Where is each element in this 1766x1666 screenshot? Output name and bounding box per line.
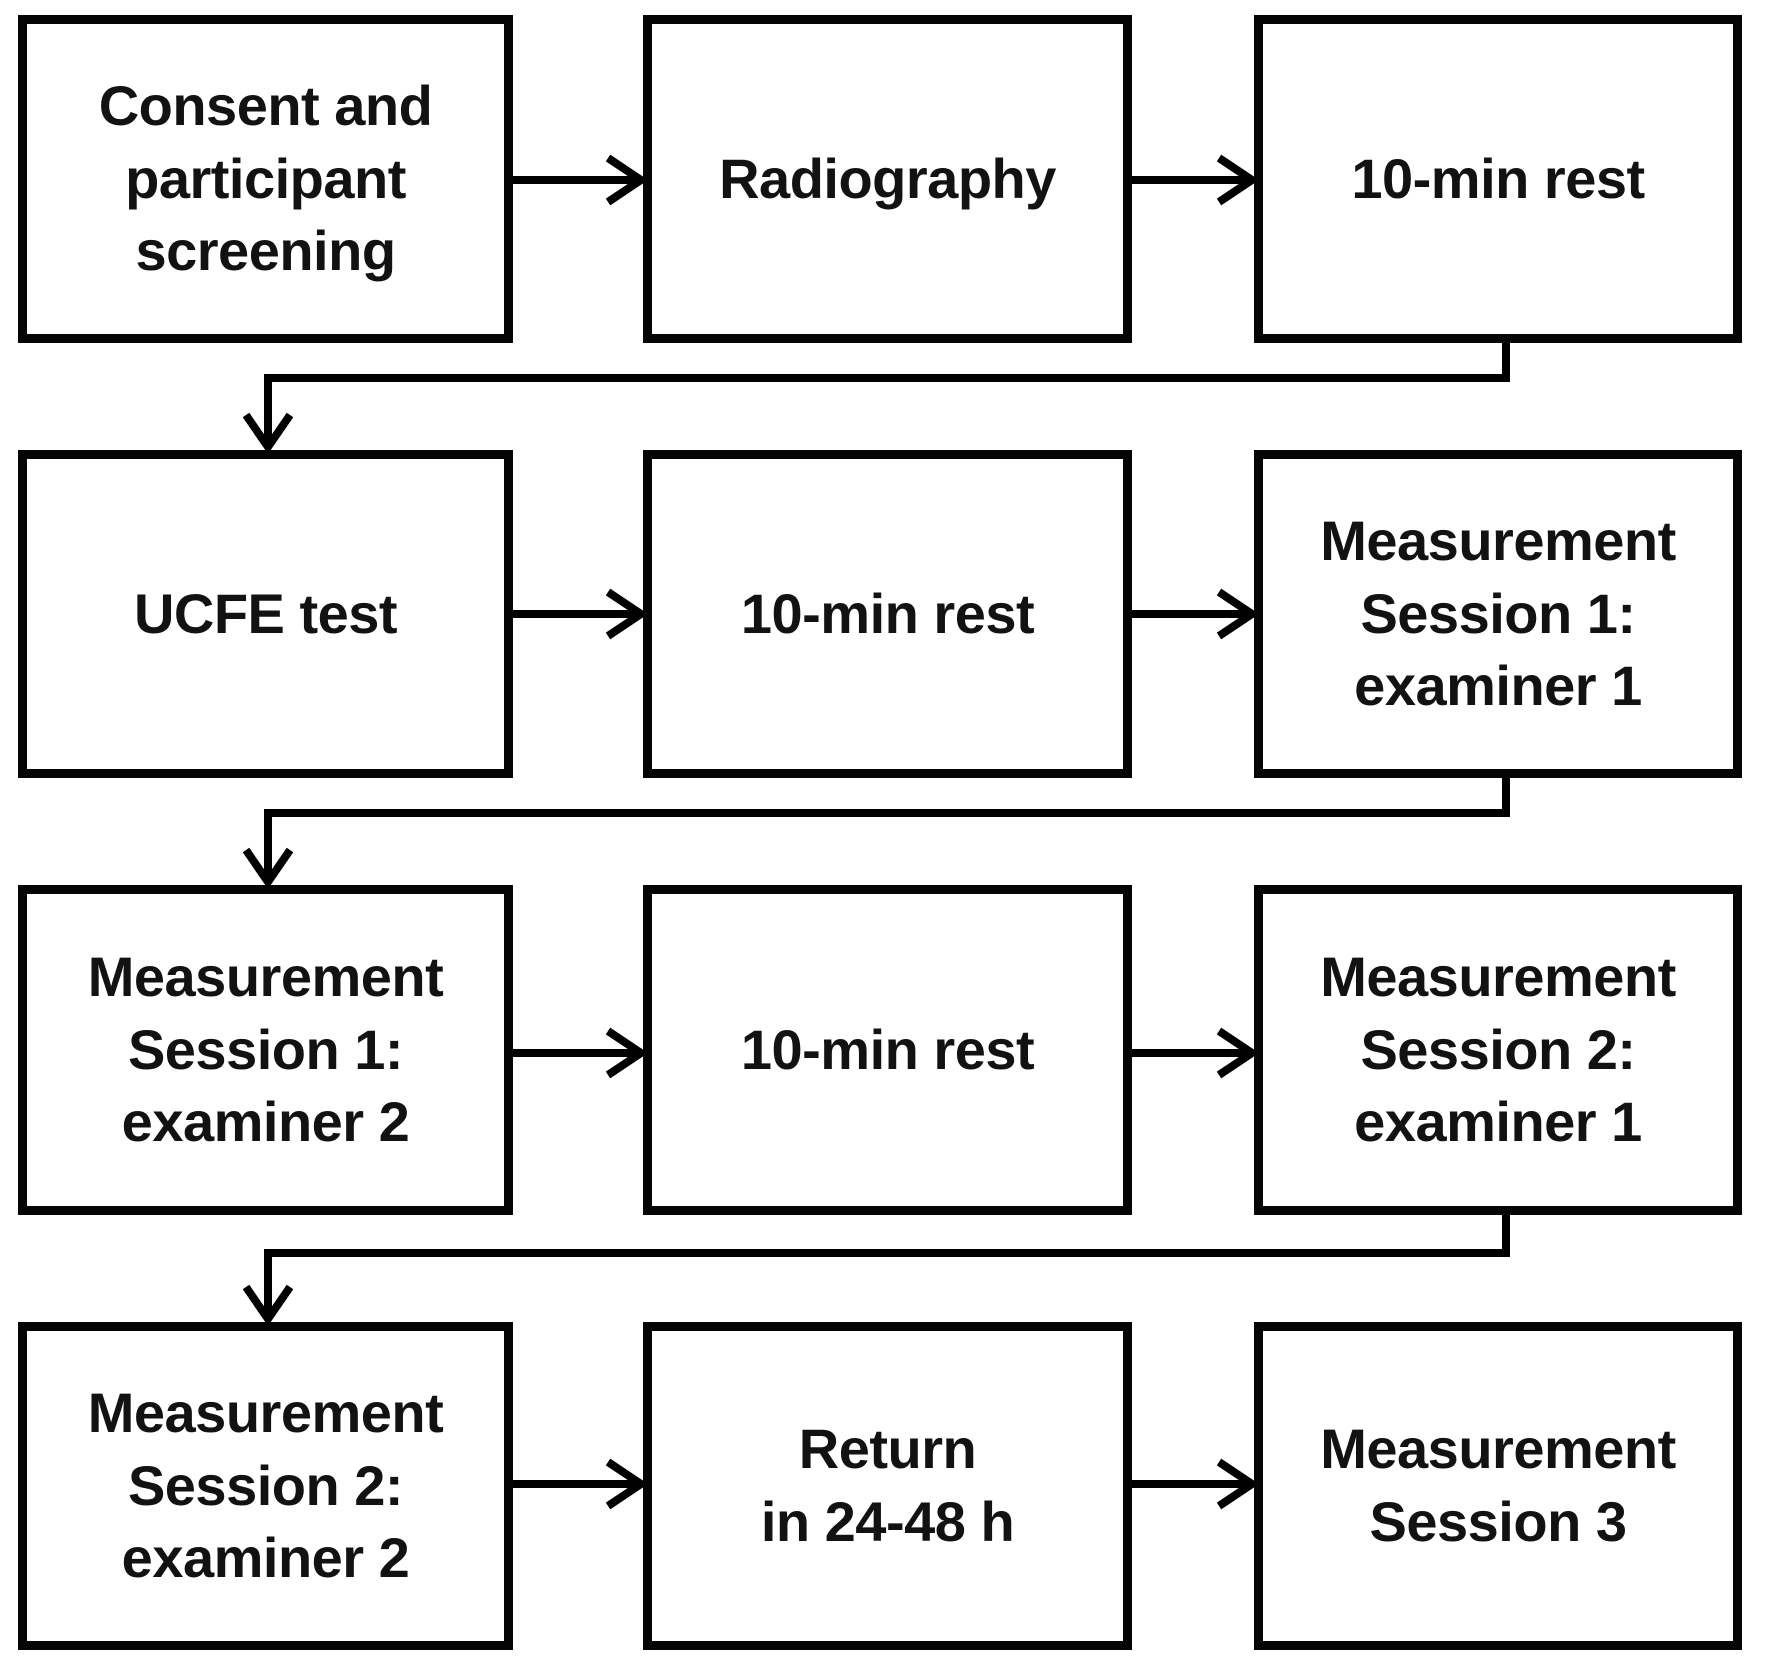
arrow-ucfe-to-rest2	[513, 588, 649, 640]
connector-rest1-to-ucfe	[242, 343, 1510, 455]
arrow-ms2e2-to-return	[513, 1458, 649, 1510]
flow-box-measurement-s3: Measurement Session 3	[1254, 1322, 1742, 1650]
flow-box-measurement-s2-e2: Measurement Session 2: examiner 2	[18, 1322, 513, 1650]
connector-line	[264, 343, 1510, 444]
flow-box-label: Return in 24-48 h	[760, 1417, 1015, 1553]
arrowhead-icon	[605, 1027, 649, 1079]
connector-ms2e1-to-ms2e2	[242, 1215, 1510, 1327]
arrow-return-to-ms3	[1132, 1458, 1260, 1510]
flow-box-label: Measurement Session 1: examiner 1	[1320, 508, 1676, 718]
flow-box-label: Consent and participant screening	[98, 73, 433, 283]
flow-box-rest-3: 10-min rest	[643, 885, 1132, 1215]
arrowhead-icon	[242, 1284, 294, 1327]
flow-box-measurement-s1-e2: Measurement Session 1: examiner 2	[18, 885, 513, 1215]
arrowhead-icon	[242, 412, 294, 455]
arrow-rest3-to-ms2e1	[1132, 1027, 1260, 1079]
flow-box-ucfe-test: UCFE test	[18, 450, 513, 778]
flow-box-label: Measurement Session 2: examiner 1	[1320, 944, 1676, 1154]
flow-box-measurement-s1-e1: Measurement Session 1: examiner 1	[1254, 450, 1742, 778]
flow-box-rest-2: 10-min rest	[643, 450, 1132, 778]
arrow-radiography-to-rest1	[1132, 154, 1260, 206]
connector-line	[264, 1215, 1510, 1316]
flow-box-label: Measurement Session 1: examiner 2	[87, 944, 444, 1154]
flow-box-label: 10-min rest	[740, 1017, 1035, 1081]
flow-box-radiography: Radiography	[643, 15, 1132, 343]
arrowhead-icon	[605, 154, 649, 206]
flow-box-label: 10-min rest	[740, 581, 1035, 645]
flow-box-measurement-s2-e1: Measurement Session 2: examiner 1	[1254, 885, 1742, 1215]
arrowhead-icon	[1216, 154, 1260, 206]
flow-box-label: 10-min rest	[1351, 146, 1645, 210]
connector-ms1e1-to-ms1e2	[242, 778, 1510, 890]
arrowhead-icon	[1216, 1027, 1260, 1079]
arrow-rest2-to-ms1e1	[1132, 588, 1260, 640]
arrowhead-icon	[1216, 588, 1260, 640]
flow-box-label: UCFE test	[133, 581, 398, 645]
flow-box-return-24-48h: Return in 24-48 h	[643, 1322, 1132, 1650]
flow-box-label: Measurement Session 3	[1320, 1417, 1676, 1553]
flow-box-label: Measurement Session 2: examiner 2	[87, 1380, 444, 1590]
arrow-consent-to-radiography	[513, 154, 649, 206]
flow-box-label: Radiography	[719, 146, 1056, 210]
arrowhead-icon	[605, 588, 649, 640]
arrowhead-icon	[1216, 1458, 1260, 1510]
connector-line	[264, 778, 1510, 879]
arrowhead-icon	[242, 847, 294, 890]
flow-box-consent-screening: Consent and participant screening	[18, 15, 513, 343]
flow-box-rest-1: 10-min rest	[1254, 15, 1742, 343]
arrow-ms1e2-to-rest3	[513, 1027, 649, 1079]
arrowhead-icon	[605, 1458, 649, 1510]
